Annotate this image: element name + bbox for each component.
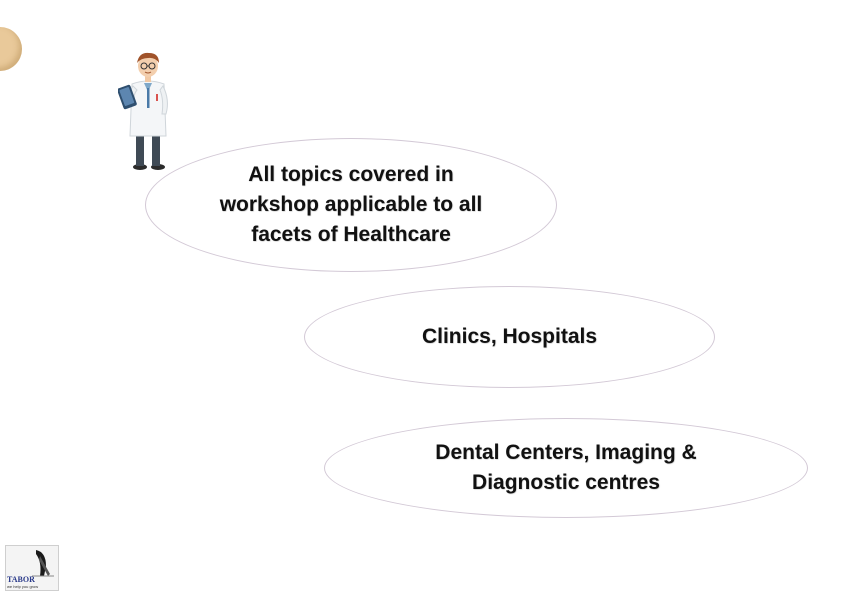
topic-bubble-dental: Dental Centers, Imaging & Diagnostic cen… <box>324 418 808 518</box>
logo-tagline: we help you grow <box>7 584 39 589</box>
topic-bubble-text: All topics covered in workshop applicabl… <box>219 163 483 246</box>
topic-bubble-healthcare: All topics covered in workshop applicabl… <box>145 138 557 272</box>
topic-bubble-clinics: Clinics, Hospitals <box>304 286 715 388</box>
tabor-logo-icon: TABOR we help you grow <box>5 545 59 591</box>
doctor-illustration-icon <box>118 52 168 170</box>
topic-bubble-text: Dental Centers, Imaging & Diagnostic cen… <box>435 441 697 494</box>
logo-name: TABOR <box>7 575 35 584</box>
corner-decoration-icon <box>0 27 22 71</box>
topic-bubble-text: Clinics, Hospitals <box>421 325 598 348</box>
